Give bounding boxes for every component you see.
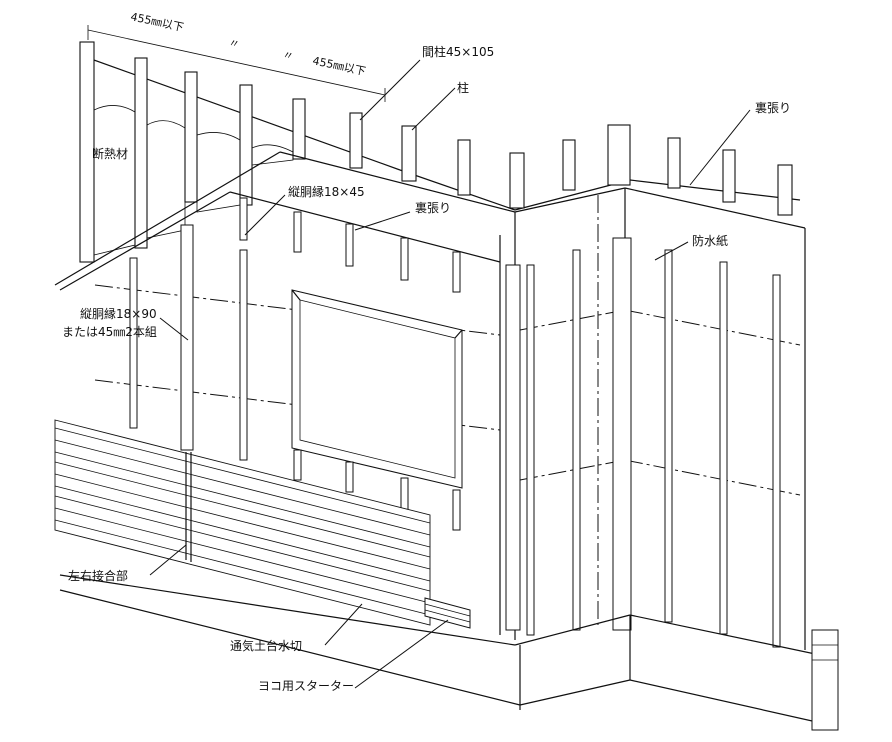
label-column: 柱 (457, 80, 469, 95)
siding-panels (54, 419, 431, 626)
leader-lines (149, 59, 751, 689)
label-vertical-furring-large-line2: または45㎜2本組 (62, 325, 157, 339)
label-sheathing-mid: 裏張り (415, 200, 451, 215)
vertical-furring-left (129, 197, 521, 631)
label-ditto-2: 〃 (281, 48, 294, 63)
label-vertical-furring-small: 縦胴縁18×45 (288, 184, 365, 199)
label-spacing-left: 455㎜以下 (129, 10, 185, 34)
vertical-furring-right (526, 237, 781, 648)
label-vertical-furring-large-line1: 縦胴縁18×90 (80, 306, 157, 321)
label-ventilated-sill-flashing: 通気土台水切 (230, 638, 302, 653)
starter-and-flashing (59, 574, 821, 656)
label-ditto-1: 〃 (227, 36, 240, 51)
label-sheathing-top: 裏張り (755, 100, 791, 115)
foundation (59, 589, 839, 731)
insulation-panels (93, 105, 294, 256)
label-waterproof-paper: 防水紙 (692, 233, 728, 248)
label-horizontal-starter: ヨコ用スターター (258, 679, 354, 693)
label-lateral-joint: 左右接合部 (68, 568, 128, 583)
label-insulation: 断熱材 (92, 146, 128, 161)
label-stud: 間柱45×105 (422, 44, 494, 59)
back-studs (79, 41, 793, 263)
label-spacing-right: 455㎜以下 (311, 54, 367, 78)
window-opening (291, 289, 463, 489)
